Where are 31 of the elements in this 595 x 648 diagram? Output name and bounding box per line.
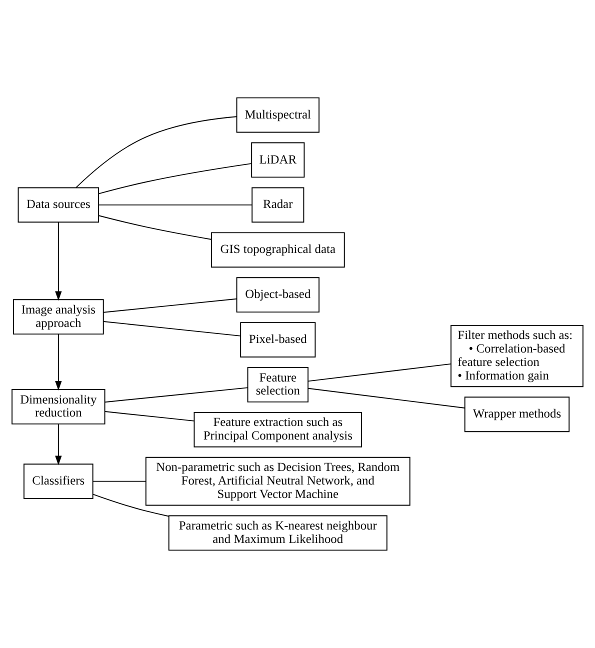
arrow bbox=[55, 424, 62, 466]
arrow bbox=[55, 334, 62, 391]
node-box: Radar bbox=[252, 187, 304, 223]
node-box: Image analysis approach bbox=[12, 299, 104, 335]
node-box: Parametric such as K-nearest neighbour and Maximum Likelihood bbox=[168, 515, 388, 551]
connector bbox=[98, 163, 252, 194]
node-box: GIS topographical data bbox=[210, 232, 345, 268]
node-box: Classifiers bbox=[24, 464, 94, 499]
node-box: Filter methods such as: • Correlation-based feature selection • Information gain bbox=[450, 324, 584, 388]
node-box: Dimensionality reduction bbox=[12, 389, 106, 424]
node-box: Wrapper methods bbox=[464, 396, 570, 432]
node-box: Data sources bbox=[18, 187, 100, 223]
node-box: Feature selection bbox=[247, 367, 308, 402]
connector bbox=[92, 480, 146, 482]
connector bbox=[102, 298, 238, 313]
connector bbox=[104, 411, 195, 422]
connector bbox=[308, 363, 452, 382]
connector bbox=[308, 388, 466, 408]
connector bbox=[98, 204, 253, 206]
connector bbox=[92, 494, 170, 517]
node-box: Object-based bbox=[236, 277, 320, 313]
node-box: Pixel-based bbox=[240, 322, 316, 358]
connector bbox=[98, 215, 212, 240]
node-box: Non-parametric such as Decision Trees, Random Forest, Artificial Neutral Network, and Support Vector Machine bbox=[145, 456, 410, 506]
connector bbox=[102, 321, 242, 336]
connector bbox=[104, 387, 248, 403]
arrow bbox=[55, 222, 62, 301]
node-box: Multispectral bbox=[236, 97, 320, 133]
connector bbox=[76, 116, 238, 188]
node-box: LiDAR bbox=[251, 142, 305, 178]
node-box: Feature extraction such as Principal Component analysis bbox=[194, 412, 362, 448]
